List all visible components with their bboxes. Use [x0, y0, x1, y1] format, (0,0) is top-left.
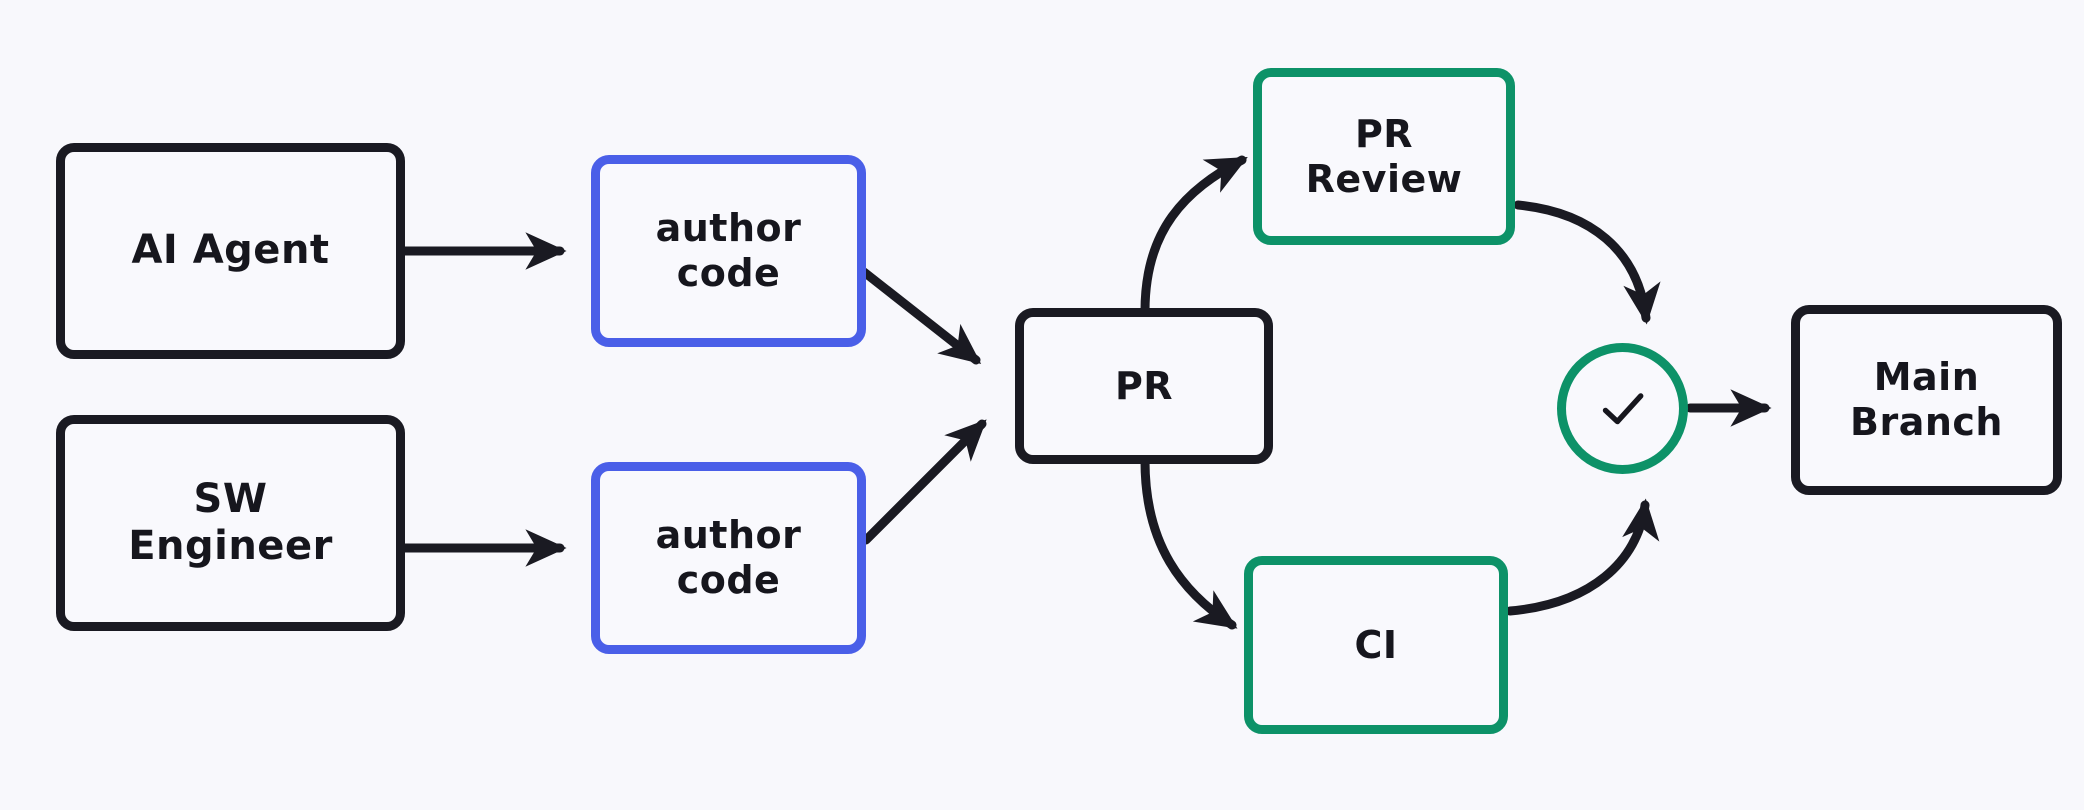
node-main-branch[interactable]: Main Branch [1791, 305, 2062, 495]
node-pr-review-label: PR Review [1305, 111, 1463, 201]
node-ai-agent[interactable]: AI Agent [56, 143, 405, 359]
node-sw-engineer-label: SW Engineer [128, 475, 333, 569]
node-author-code-bottom-label: author code [655, 513, 802, 602]
edge-pr-to-ci [1140, 456, 1238, 630]
node-pr-review[interactable]: PR Review [1253, 68, 1515, 245]
node-ai-agent-label: AI Agent [131, 227, 330, 274]
edge-pr-to-pr-review [1140, 155, 1248, 316]
node-author-code-bottom[interactable]: author code [591, 462, 866, 654]
edge-ci-to-check [1505, 498, 1660, 616]
node-author-code-top-label: author code [655, 206, 802, 295]
edge-author-code-bottom-to-pr [861, 419, 987, 545]
node-ci[interactable]: CI [1244, 556, 1508, 734]
node-sw-engineer[interactable]: SW Engineer [56, 415, 405, 631]
check-icon [1602, 392, 1643, 424]
node-pr-label: PR [1114, 363, 1174, 408]
approval-check-badge[interactable] [1557, 343, 1688, 474]
node-author-code-top[interactable]: author code [591, 155, 866, 347]
node-main-branch-label: Main Branch [1850, 355, 2003, 444]
edge-pr-review-to-check [1513, 200, 1661, 325]
node-pr[interactable]: PR [1015, 308, 1273, 464]
node-ci-label: CI [1354, 622, 1398, 667]
edge-author-code-top-to-pr [859, 267, 982, 365]
